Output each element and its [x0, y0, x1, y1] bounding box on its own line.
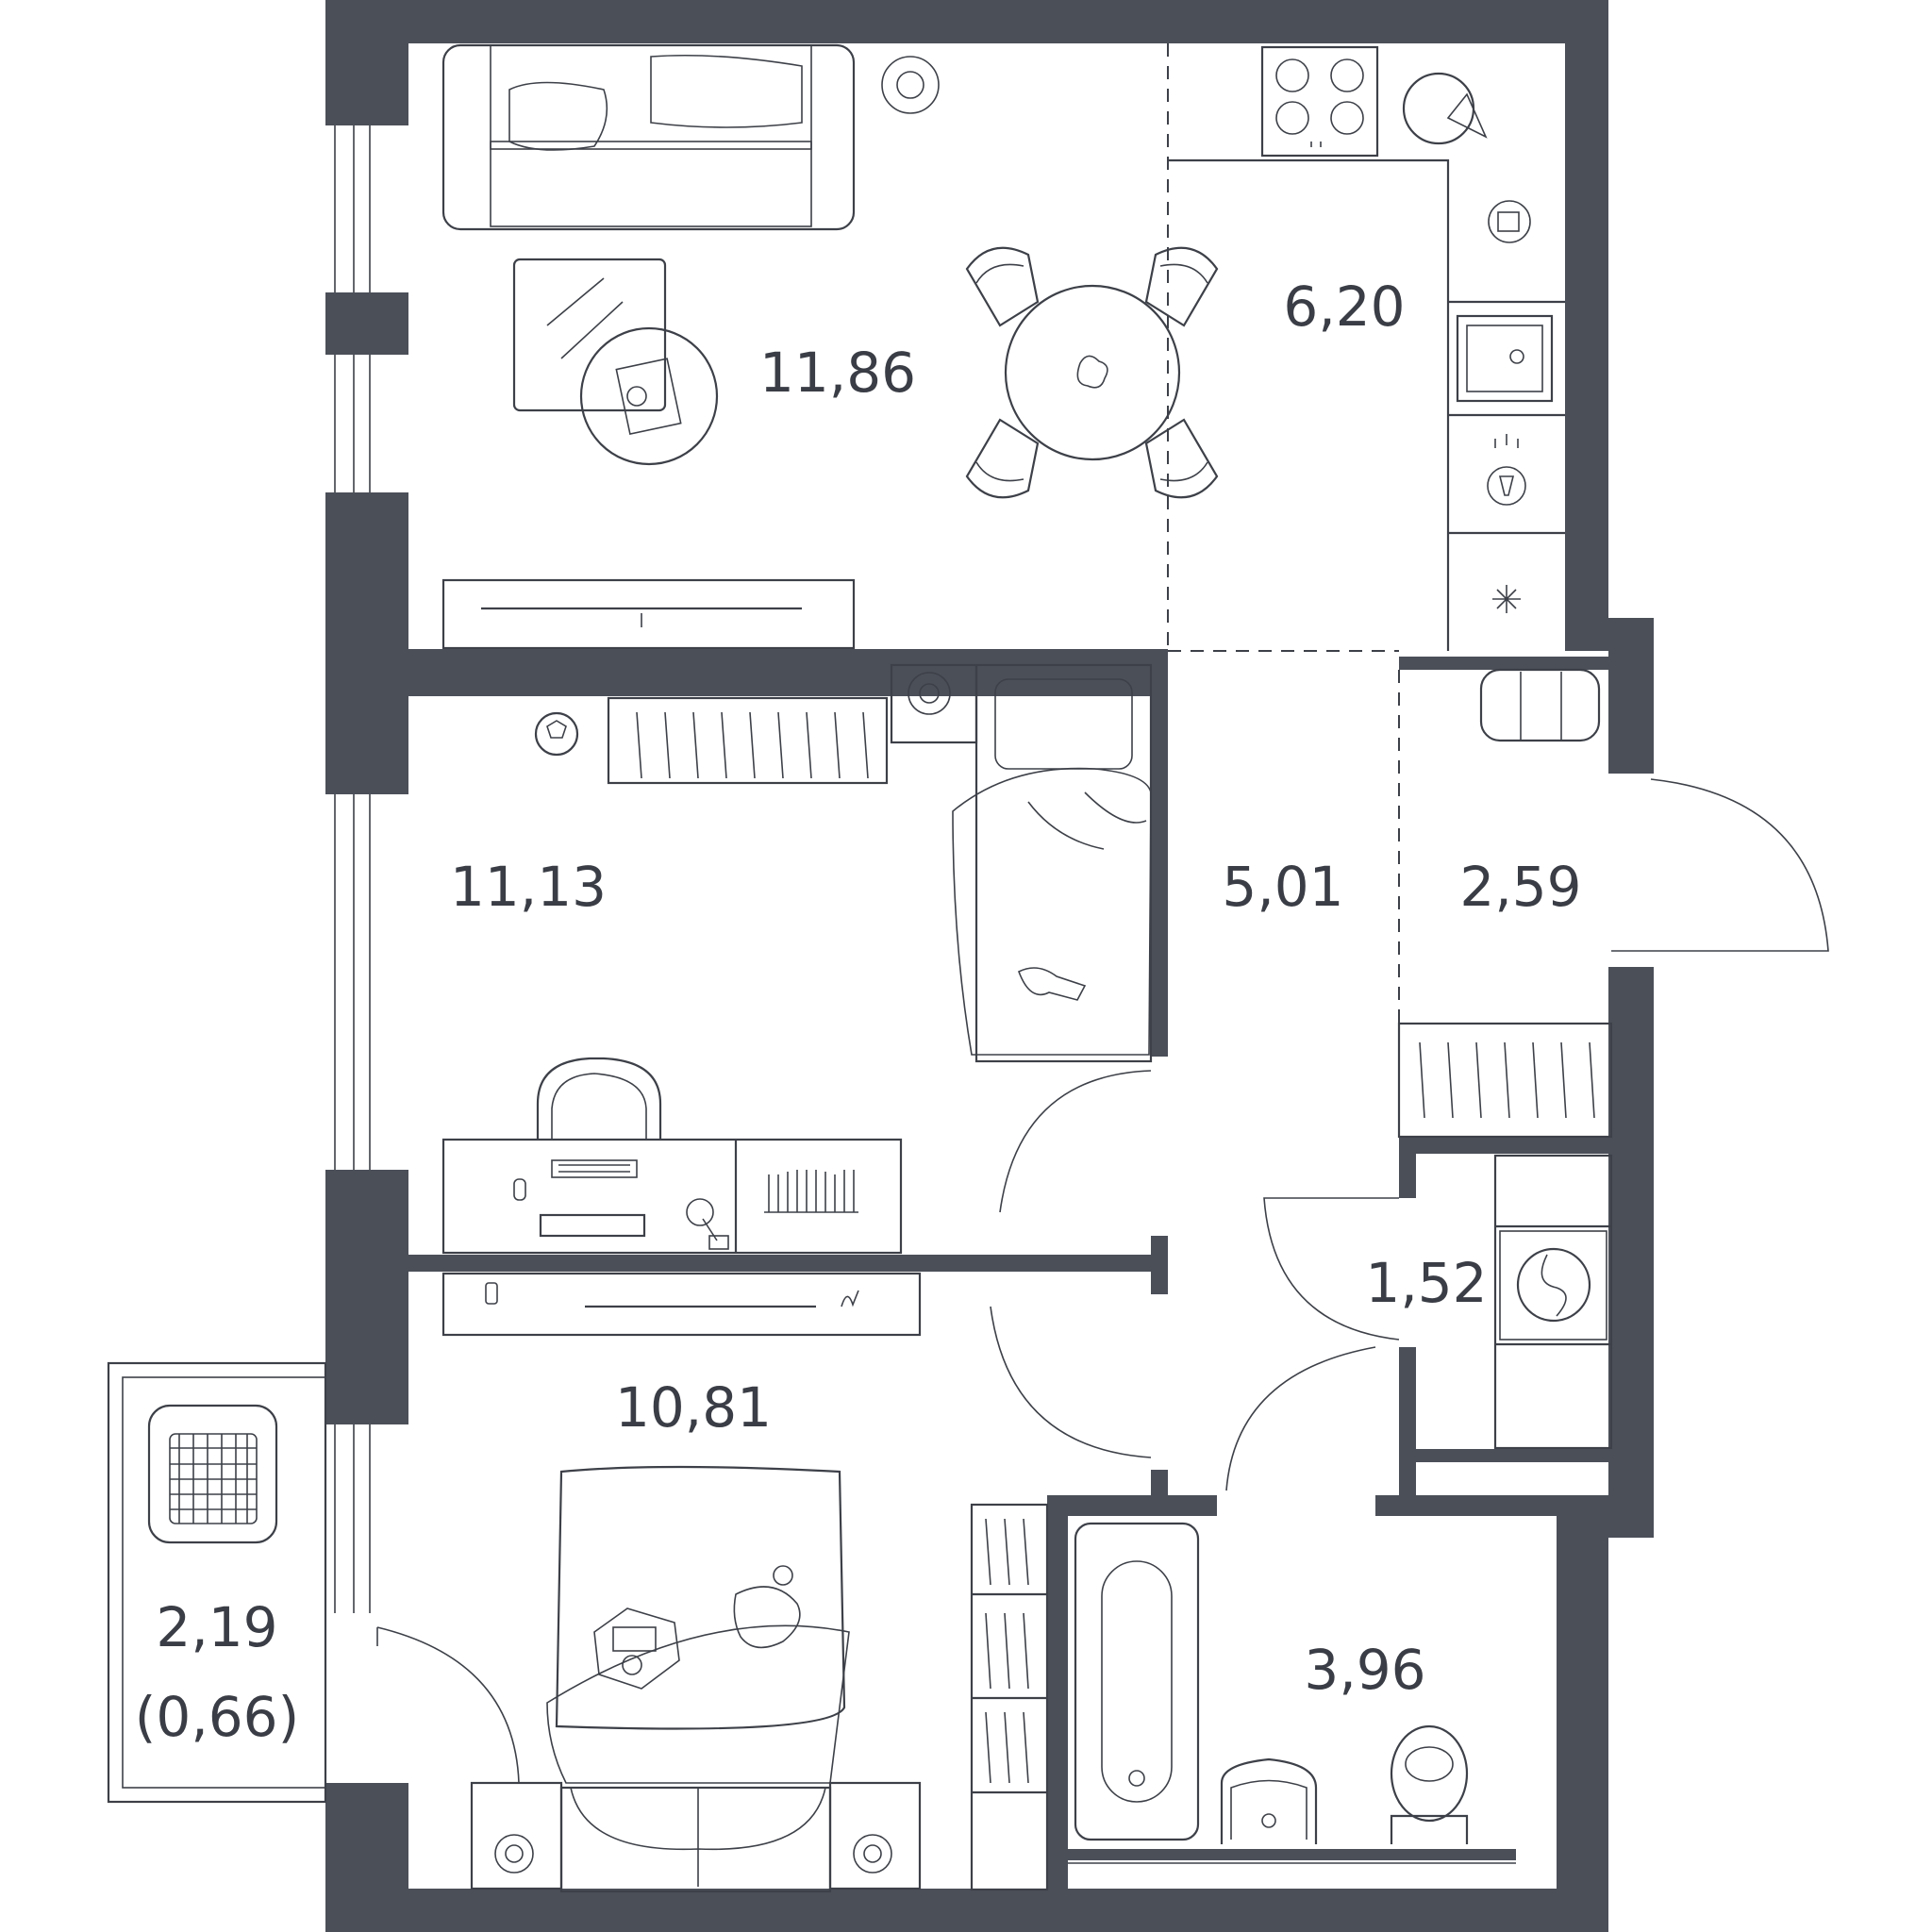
kitchen-furniture: [1167, 43, 1565, 652]
armchair-icon: [147, 1404, 278, 1544]
desk-lamp-icon: [686, 1198, 714, 1226]
doors: [990, 670, 1829, 1491]
bed-2-icon: [546, 1465, 850, 1893]
stove-icon: [1260, 45, 1379, 158]
sink-icon: [1456, 314, 1554, 403]
area-label-hall: 5,01: [1222, 855, 1343, 919]
fan-icon: [908, 672, 951, 715]
floor-lamp-icon: [881, 56, 940, 114]
tv-stand-2-icon: [441, 1272, 922, 1337]
area-label-bedroom-2: 10,81: [615, 1375, 772, 1440]
living-room-furniture: [441, 43, 1219, 650]
glass-icon: [1487, 434, 1526, 506]
bathtub-icon: [1074, 1522, 1200, 1841]
balcony: [107, 1361, 520, 1804]
area-label-bathroom: 3,96: [1304, 1638, 1425, 1702]
bedroom-1-furniture: [441, 663, 1153, 1255]
rug-icon: [512, 258, 667, 412]
nightstand-2-left-icon: [470, 1781, 563, 1890]
mouse-icon: [513, 1178, 526, 1201]
sparkle-icon: [1492, 585, 1521, 613]
bathroom-fixtures: [1068, 1522, 1516, 1864]
sofa-icon: [441, 43, 856, 231]
area-label-entry: 2,59: [1459, 855, 1581, 919]
bedroom-2-furniture: [441, 1272, 1049, 1893]
desk-icon: [441, 1138, 903, 1255]
nightstand-2-right-icon: [828, 1781, 922, 1890]
area-label-balcony: 2,19: [156, 1595, 277, 1659]
phone-icon: [485, 1282, 498, 1305]
wardrobe-icon: [607, 696, 889, 785]
kettle-icon: [1488, 200, 1531, 243]
toilet-icon: [1390, 1724, 1469, 1844]
pouf-icon: [1479, 668, 1601, 742]
bed-icon: [952, 663, 1153, 1063]
dining-chairs-icon: [965, 246, 1219, 499]
dining-table-icon: [1004, 284, 1181, 461]
shoe-cabinet-icon: [1397, 1022, 1613, 1139]
books-icon: [764, 1170, 858, 1213]
washing-machine-icon: [1499, 1230, 1607, 1341]
keyboard-icon: [551, 1159, 638, 1178]
washbasin-icon: [1220, 1757, 1318, 1844]
walls: [325, 0, 1654, 1932]
area-label-balcony-reduced: (0,66): [135, 1685, 299, 1749]
entry-furniture: [1397, 668, 1613, 1450]
fan-right-icon: [853, 1834, 892, 1874]
area-label-laundry: 1,52: [1365, 1251, 1487, 1315]
area-label-living: 11,86: [759, 341, 916, 405]
windows: [334, 125, 371, 1613]
ball-icon: [534, 711, 579, 757]
desk-chair-icon: [536, 1057, 662, 1140]
area-label-bedroom-1: 11,13: [450, 855, 607, 919]
fan-left-icon: [494, 1834, 534, 1874]
glasses-icon: [841, 1290, 859, 1307]
plate-icon: [1402, 72, 1475, 145]
tv-stand-icon: [441, 578, 856, 650]
monitor-icon: [539, 1213, 646, 1238]
coffee-table-icon: [579, 326, 719, 466]
area-labels: 11,86 6,20 11,13 5,01 2,59 1,52 10,81 3,…: [135, 275, 1582, 1749]
area-label-kitchen: 6,20: [1283, 275, 1405, 339]
